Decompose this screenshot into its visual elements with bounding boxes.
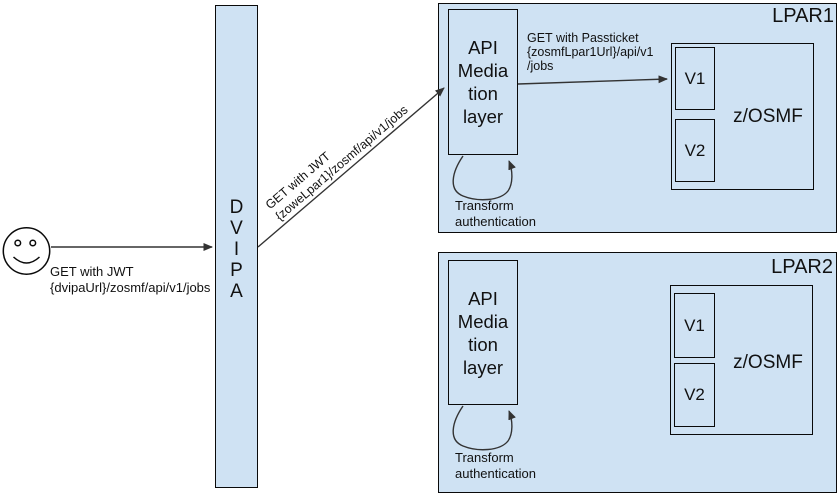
zosmf-request-line2: {zosmfLpar1Url}/api/v1 <box>527 45 654 59</box>
lpar1-zosmf-v2-box: V2 <box>675 119 715 182</box>
lpar2-zosmf-label: z/OSMF <box>733 352 803 373</box>
lpar1-zosmf-v1-box: V1 <box>675 47 715 110</box>
apiml-line: Media <box>457 60 509 81</box>
smiley-left-eye <box>14 239 22 247</box>
transform-line2: authentication <box>455 214 536 229</box>
dvipa-to-apiml-arrow <box>257 87 445 248</box>
v1-label: V1 <box>684 315 705 335</box>
dvipa-letter: I <box>233 239 240 260</box>
gateway-request-line1: GET with JWT <box>262 149 334 213</box>
dvipa-letter: A <box>230 281 243 302</box>
gateway-request-line2: {zoweLpar1}/zosmf/api/v1/jobs <box>272 102 411 224</box>
apiml-line: layer <box>462 356 504 378</box>
lpar1-api-mediation-layer-box: API Media tion layer <box>448 9 518 155</box>
smiley-mouth <box>12 256 41 264</box>
lpar2-api-mediation-layer-box: API Media tion layer <box>448 260 518 405</box>
dvipa-letter: D <box>229 197 244 218</box>
apiml-line: tion <box>468 83 498 104</box>
transform-line1: Transform <box>455 198 514 213</box>
v2-label: V2 <box>684 140 706 160</box>
smiley-right-eye <box>29 239 37 247</box>
transform-line2: authentication <box>455 466 536 481</box>
user-request-label: GET with JWT {dvipaUrl}/zosmf/api/v1/job… <box>50 264 210 296</box>
zosmf-request-line1: GET with Passticket <box>527 31 639 45</box>
dvipa-letter: V <box>230 218 243 239</box>
transform-line1: Transform <box>455 450 514 465</box>
lpar2-title: LPAR2 <box>771 256 833 278</box>
lpar2-transform-auth-label: Transform authentication <box>455 450 536 482</box>
smiley-head <box>2 227 51 275</box>
lpar1-transform-auth-label: Transform authentication <box>455 198 536 230</box>
apiml-line: Media <box>457 310 509 332</box>
user-request-line2: {dvipaUrl}/zosmf/api/v1/jobs <box>50 280 211 295</box>
v2-label: V2 <box>684 385 705 404</box>
apiml-line: layer <box>462 106 504 127</box>
zosmf-request-label: GET with Passticket {zosmfLpar1Url}/api/… <box>527 31 653 73</box>
apiml-line: API <box>468 37 498 58</box>
dvipa-box: D V I P A <box>215 5 258 488</box>
apiml-line: tion <box>468 333 498 355</box>
apiml-line: API <box>468 287 498 309</box>
lpar2-zosmf-v2-box: V2 <box>674 363 715 427</box>
user-request-line1: GET with JWT <box>50 264 134 279</box>
lpar1-title: LPAR1 <box>772 5 834 27</box>
v1-label: V1 <box>684 68 706 88</box>
zosmf-request-line3: /jobs <box>527 59 554 73</box>
dvipa-letter: P <box>230 260 243 281</box>
user-smiley-icon <box>2 227 51 275</box>
lpar2-zosmf-v1-box: V1 <box>674 293 715 358</box>
lpar1-zosmf-label: z/OSMF <box>733 106 803 127</box>
